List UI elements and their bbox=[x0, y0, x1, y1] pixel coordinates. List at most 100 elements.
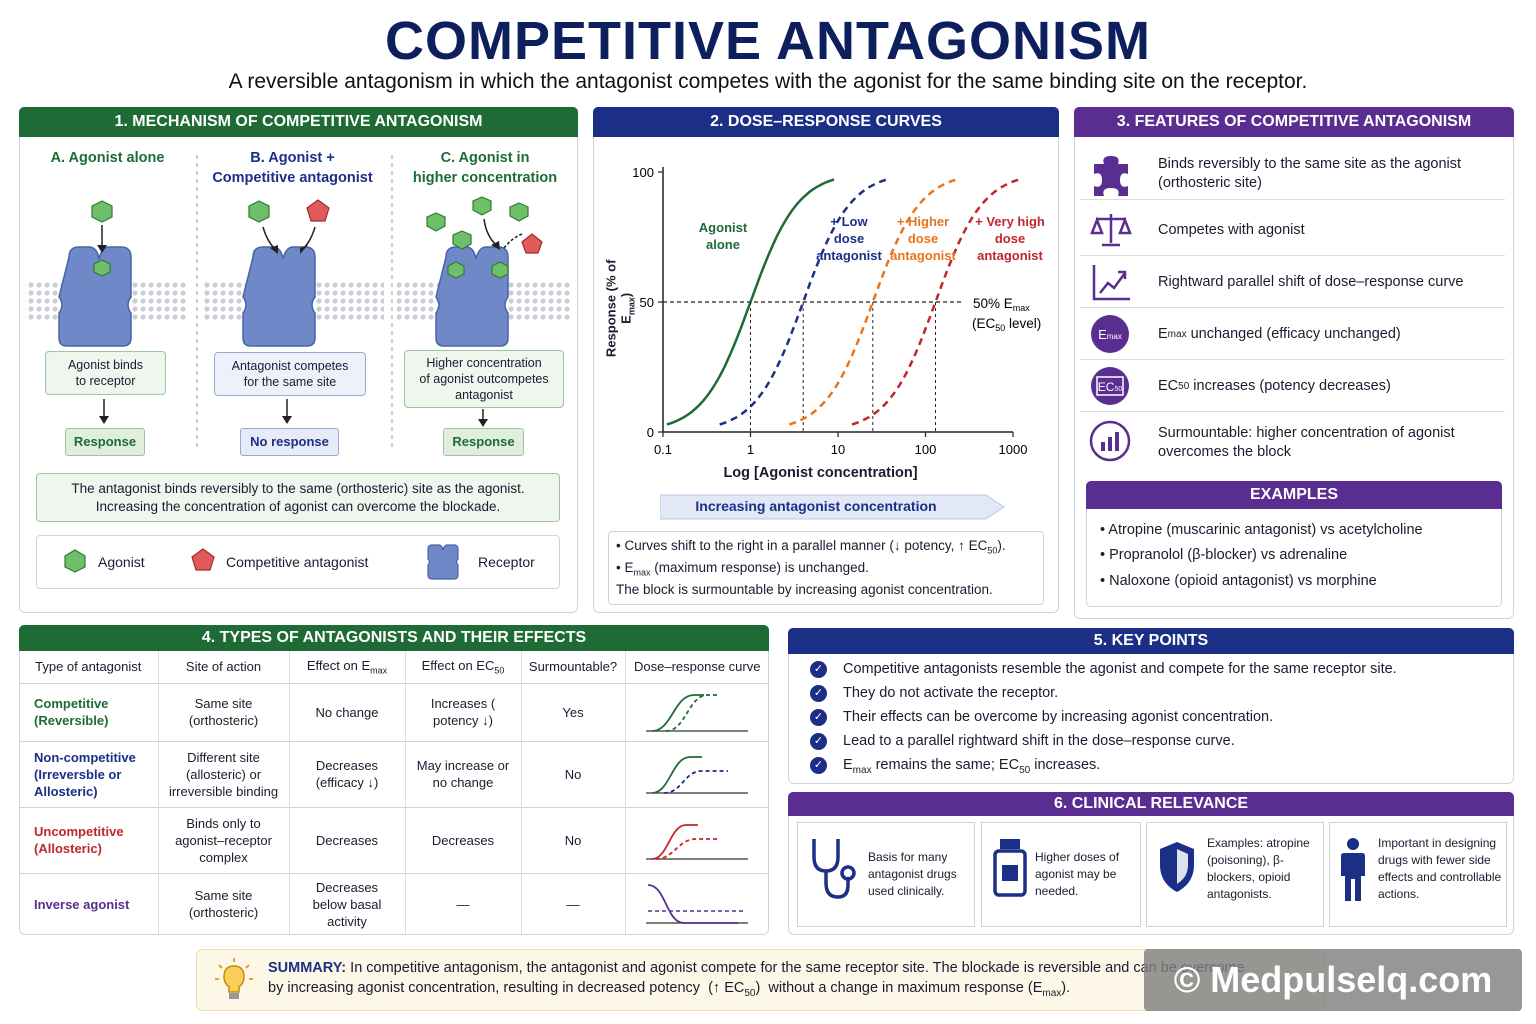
features-panel bbox=[1074, 107, 1514, 619]
mech-c-title-1: C. Agonist in bbox=[440, 150, 530, 166]
receptor-b bbox=[242, 246, 316, 347]
cell-surm: Yes bbox=[521, 683, 626, 741]
y-tick-label: 0 bbox=[647, 425, 654, 440]
feature-6-line2: overcomes the block bbox=[1158, 444, 1291, 460]
cell-emax: Decreases bbox=[289, 807, 406, 873]
cell-type: Non-competitive (Irreversble or Alloster… bbox=[19, 741, 159, 807]
curves-bullet-1: • Curves shift to the right in a paralle… bbox=[616, 538, 1006, 556]
mechanism-header: 1. MECHANISM OF COMPETITIVE ANTAGONISM bbox=[19, 107, 578, 137]
label-low-dose-3: antagonist bbox=[816, 248, 882, 263]
cell-surm: — bbox=[521, 873, 626, 935]
feature-1-line1: Binds reversibly to the same site as the… bbox=[1158, 156, 1462, 172]
puzzle-icon bbox=[1094, 156, 1128, 196]
mech-c-title-2: higher concentration bbox=[412, 170, 558, 186]
mech-a-response: Response bbox=[65, 428, 145, 456]
summary-line-1: SUMMARY: In competitive antagonism, the … bbox=[268, 960, 1245, 976]
feature-row-1: Binds reversibly to the same site as the… bbox=[1080, 148, 1505, 200]
emax-icon: Emax bbox=[1091, 315, 1129, 353]
label-very-high-dose-1: + Very high bbox=[975, 214, 1045, 229]
table-row: Uncompetitive (Allosteric)Binds only to … bbox=[19, 807, 769, 873]
keypoints-header: 5. KEY POINTS bbox=[788, 628, 1514, 654]
examples-header: EXAMPLES bbox=[1086, 481, 1502, 509]
example-1: • Atropine (muscarinic antagonist) vs ac… bbox=[1100, 522, 1423, 538]
cell-surm: No bbox=[521, 807, 626, 873]
check-icon: ✓ bbox=[810, 709, 827, 726]
feature-6-line1: Surmountable: higher concentration of ag… bbox=[1158, 425, 1455, 441]
cell-site: Same site (orthosteric) bbox=[158, 873, 290, 935]
cell-type: Competitive (Reversible) bbox=[19, 683, 159, 741]
legend-antagonist-icon bbox=[191, 548, 215, 571]
page-title: COMPETITIVE ANTAGONISM bbox=[384, 11, 1151, 71]
medicine-bottle-icon bbox=[993, 839, 1027, 897]
legend-receptor-label: Receptor bbox=[478, 554, 535, 570]
table-row: Competitive (Reversible)Same site (ortho… bbox=[19, 683, 769, 741]
mini-curve-icon bbox=[646, 756, 749, 794]
types-header-row: Type of antagonist Site of action Effect… bbox=[19, 651, 769, 683]
y-tick-label: 50 bbox=[640, 295, 654, 310]
receptor-c bbox=[435, 246, 509, 347]
label-low-dose-2: dose bbox=[834, 231, 864, 246]
check-icon: ✓ bbox=[810, 661, 827, 678]
curves-xlabel: Log [Agonist concentration] bbox=[723, 465, 918, 481]
label-higher-dose-1: + Higher bbox=[897, 214, 949, 229]
label-higher-dose-2: dose bbox=[908, 231, 938, 246]
feature-row-2: Competes with agonist bbox=[1080, 204, 1505, 256]
col-ec50: Effect on EC50 bbox=[405, 651, 522, 683]
scale-icon bbox=[1090, 214, 1132, 247]
feature-row-6: Surmountable: higher concentration of ag… bbox=[1080, 412, 1505, 474]
clinical-item-2: Higher doses of agonist may be needed. bbox=[981, 822, 1141, 927]
example-3: • Naloxone (opioid antagonist) vs morphi… bbox=[1100, 573, 1377, 589]
clinical-header: 6. CLINICAL RELEVANCE bbox=[788, 792, 1514, 816]
label-low-dose-1: + Low bbox=[830, 214, 868, 229]
label-agonist-alone-1: Agonist bbox=[699, 220, 748, 235]
mech-legend bbox=[36, 535, 560, 589]
features-header: 3. FEATURES OF COMPETITIVE ANTAGONISM bbox=[1074, 107, 1514, 137]
check-icon: ✓ bbox=[810, 733, 827, 750]
label-very-high-dose-3: antagonist bbox=[977, 248, 1043, 263]
agonist-a-bound bbox=[93, 259, 111, 277]
cell-emax: Decreases below basal activity bbox=[289, 873, 406, 935]
check-icon: ✓ bbox=[810, 757, 827, 774]
summary-box bbox=[196, 949, 1324, 1011]
curves-bullets bbox=[608, 531, 1044, 605]
feature-3-text: Rightward parallel shift of dose–respons… bbox=[1158, 273, 1464, 290]
curves-bullet-2: • Emax (maximum response) is unchanged. bbox=[616, 560, 869, 578]
label-agonist-alone-2: alone bbox=[706, 237, 740, 252]
cell-site: Binds only to agonist–receptor complex bbox=[158, 807, 290, 873]
cell-ec50: — bbox=[405, 873, 522, 935]
cell-curve bbox=[625, 807, 769, 873]
types-table: Type of antagonist Site of action Effect… bbox=[19, 651, 769, 935]
x-tick-label: 100 bbox=[915, 442, 937, 457]
feature-row-3: Rightward parallel shift of dose–respons… bbox=[1080, 256, 1505, 308]
mini-curve-icon bbox=[646, 694, 749, 732]
feature-2-text: Competes with agonist bbox=[1158, 221, 1305, 238]
stethoscope-icon bbox=[812, 839, 856, 899]
clinical-item-3: Examples: atropine (poisoning), β-blocke… bbox=[1146, 822, 1324, 927]
label-very-high-dose-2: dose bbox=[995, 231, 1025, 246]
col-surm: Surmountable? bbox=[521, 651, 626, 683]
increasing-arrow-label: Increasing antagonist concentration bbox=[695, 498, 937, 514]
mechanism-illustration bbox=[25, 155, 571, 447]
page-subtitle: A reversible antagonism in which the ant… bbox=[228, 70, 1308, 93]
col-site: Site of action bbox=[158, 651, 290, 683]
col-emax: Effect on Emax bbox=[289, 651, 406, 683]
curves-header: 2. DOSE–RESPONSE CURVES bbox=[593, 107, 1059, 137]
antagonist-b bbox=[306, 199, 330, 222]
x-tick-label: 0.1 bbox=[654, 442, 672, 457]
cell-curve bbox=[625, 873, 769, 935]
clinical-item-4: Important in designing drugs with fewer … bbox=[1329, 822, 1507, 927]
cell-ec50: Increases ( potency ↓) bbox=[405, 683, 522, 741]
legend-agonist-icon bbox=[64, 549, 86, 573]
cell-ec50: May increase or no change bbox=[405, 741, 522, 807]
example-2: • Propranolol (β-blocker) vs adrenaline bbox=[1100, 547, 1348, 563]
feature-1-line2: (orthosteric site) bbox=[1158, 175, 1262, 191]
increasing-arrow bbox=[660, 494, 1005, 520]
mini-curve-icon bbox=[646, 884, 749, 925]
cell-ec50: Decreases bbox=[405, 807, 522, 873]
